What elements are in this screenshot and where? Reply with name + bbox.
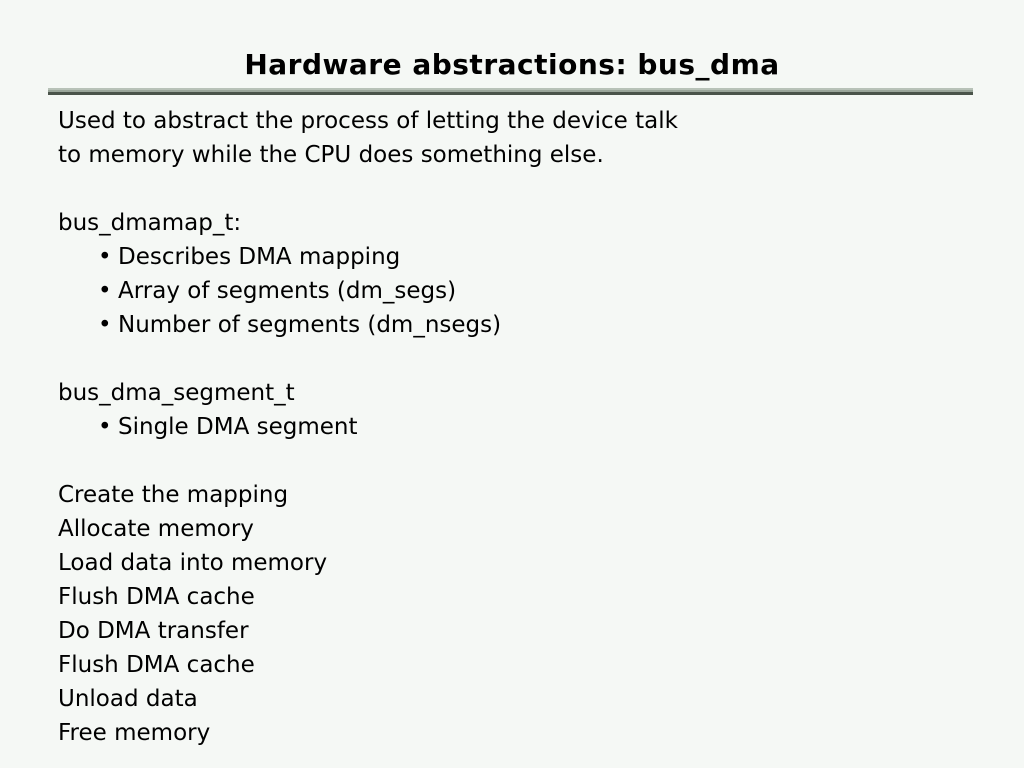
section-spacer xyxy=(58,444,998,478)
list-item: •Array of segments (dm_segs) xyxy=(58,274,998,308)
step-item: Free memory xyxy=(58,720,211,746)
title-divider xyxy=(48,88,973,95)
page-title: Hardware abstractions: bus_dma xyxy=(244,48,780,81)
step-item: Load data into memory xyxy=(58,550,328,576)
bullet-icon: • xyxy=(98,278,112,304)
step-item: Create the mapping xyxy=(58,482,289,508)
list-item-label: Number of segments (dm_nsegs) xyxy=(118,312,502,338)
section-spacer xyxy=(58,172,998,206)
intro-line: to memory while the CPU does something e… xyxy=(58,142,604,168)
list-item: •Single DMA segment xyxy=(58,410,998,444)
section-heading-segment: bus_dma_segment_t xyxy=(58,380,295,406)
bullet-icon: • xyxy=(98,312,112,338)
bullet-icon: • xyxy=(98,414,112,440)
list-item-label: Describes DMA mapping xyxy=(118,244,401,270)
list-item-label: Single DMA segment xyxy=(118,414,358,440)
section-heading-dmamap: bus_dmamap_t: xyxy=(58,210,242,236)
step-item: Do DMA transfer xyxy=(58,618,249,644)
step-item: Unload data xyxy=(58,686,198,712)
list-item: •Number of segments (dm_nsegs) xyxy=(58,308,998,342)
step-item: Flush DMA cache xyxy=(58,652,255,678)
list-item-label: Array of segments (dm_segs) xyxy=(118,278,457,304)
section-spacer xyxy=(58,342,998,376)
intro-line: Used to abstract the process of letting … xyxy=(58,108,678,134)
step-item: Allocate memory xyxy=(58,516,254,542)
list-item: •Describes DMA mapping xyxy=(58,240,998,274)
step-item: Flush DMA cache xyxy=(58,584,255,610)
slide-body: Used to abstract the process of letting … xyxy=(58,104,998,750)
bullet-icon: • xyxy=(98,244,112,270)
